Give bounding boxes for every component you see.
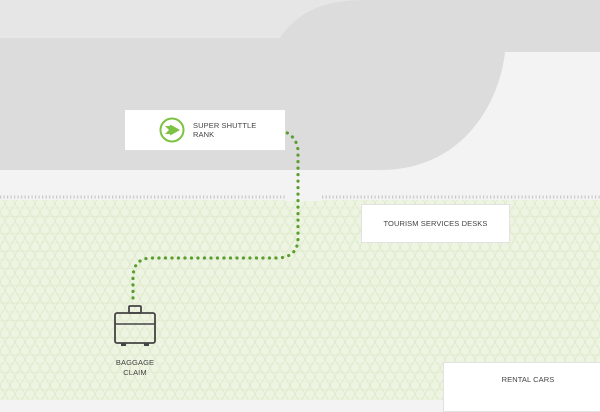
rental-cars-text: RENTAL CARS — [501, 374, 555, 384]
arrow-right-circle-icon — [159, 117, 185, 143]
rental-cars-label[interactable]: RENTAL CARS — [443, 362, 600, 412]
baggage-label-line1: BAGGAGE — [115, 358, 155, 367]
baggage-label-line2: CLAIM — [123, 368, 147, 377]
super-shuttle-label-line2: RANK — [193, 130, 215, 139]
super-shuttle-rank-text: SUPER SHUTTLE RANK — [193, 121, 256, 139]
road-inner-lane — [0, 0, 365, 38]
suitcase-icon[interactable] — [112, 303, 158, 347]
tourism-services-desks-text: TOURISM SERVICES DESKS — [383, 219, 488, 228]
super-shuttle-label-line1: SUPER SHUTTLE — [193, 121, 257, 130]
super-shuttle-rank-label[interactable]: SUPER SHUTTLE RANK — [125, 110, 285, 150]
tourism-services-desks-label[interactable]: TOURISM SERVICES DESKS — [361, 204, 510, 243]
baggage-claim-label: BAGGAGE CLAIM — [100, 358, 170, 378]
airport-map — [0, 0, 600, 400]
route-path — [131, 126, 300, 300]
